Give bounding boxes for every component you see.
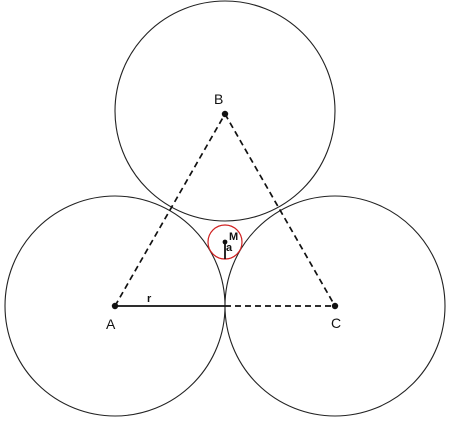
label-m: M <box>229 231 238 243</box>
label-c: C <box>331 315 341 331</box>
label-a: A <box>106 316 116 332</box>
point-a-dot <box>111 302 119 310</box>
side-bc <box>224 113 336 307</box>
label-r: r <box>147 293 152 305</box>
point-b-dot <box>221 110 229 118</box>
point-c-dot <box>331 302 339 310</box>
circle-b <box>114 0 336 222</box>
side-ab <box>114 113 226 307</box>
label-a-radius: a <box>226 242 233 254</box>
point-m-dot <box>222 239 228 245</box>
label-b: B <box>214 91 223 107</box>
